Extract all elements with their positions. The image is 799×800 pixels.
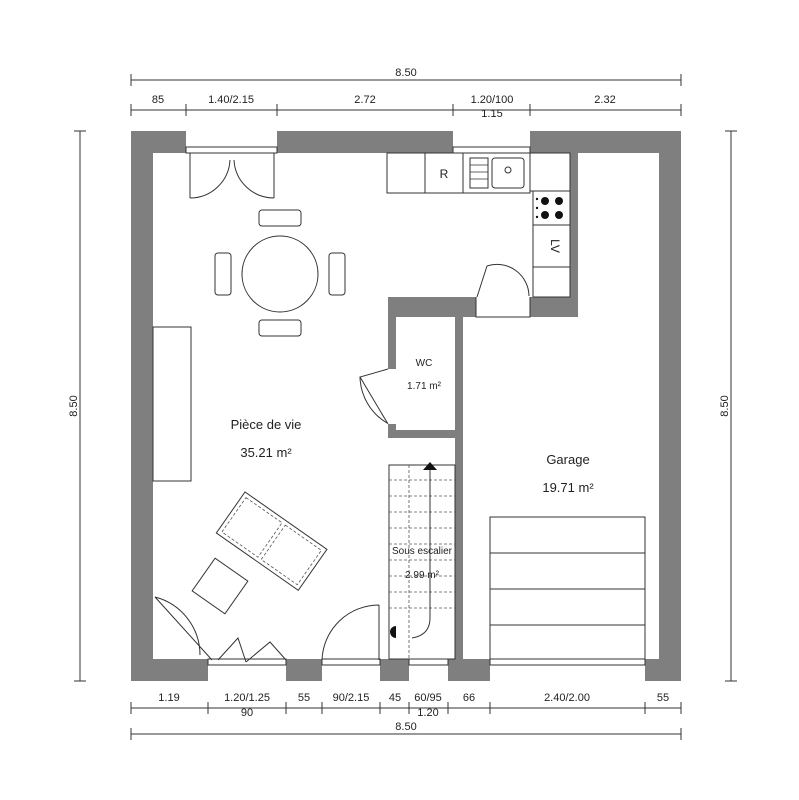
garage-steps	[489, 516, 646, 660]
dim-bottom-total: 8.50	[395, 721, 416, 733]
wall-right	[659, 131, 681, 681]
walls	[131, 131, 681, 681]
dim-top-total: 8.50	[395, 67, 416, 79]
openings	[154, 146, 646, 666]
window-bottom-left	[207, 658, 287, 666]
dim-bottom-11: 55	[657, 692, 669, 704]
window-top-left	[185, 146, 278, 154]
dim-bottom-8: 1.20	[417, 707, 438, 719]
garage-door-frame	[489, 658, 646, 666]
wall-top-mid	[277, 131, 453, 153]
dim-bottom-9: 66	[463, 692, 475, 704]
dim-top-6: 2.32	[594, 94, 615, 106]
coffee-table	[191, 557, 249, 615]
door-bottom-folding	[217, 637, 287, 663]
wall-bottom-3	[380, 659, 409, 681]
sofa-body	[215, 491, 328, 592]
dim-bottom-10: 2.40/2.00	[544, 692, 590, 704]
under-stairs-door-frame	[408, 658, 449, 666]
washer-label: LV	[548, 239, 562, 253]
dim-bottom-2: 1.20/1.25	[224, 692, 270, 704]
wall-top-right	[530, 131, 681, 153]
under-stairs-name: Sous escalier	[392, 546, 453, 557]
wc-name: WC	[416, 358, 433, 369]
counter-corner	[529, 152, 571, 192]
wall-kitchen-bottom-right	[530, 297, 578, 317]
wall-wc-left	[388, 317, 396, 369]
dim-top-5: 1.15	[481, 108, 502, 120]
cooktop	[532, 190, 571, 226]
dim-right: 8.50	[719, 395, 731, 416]
sink-counter	[462, 152, 531, 194]
burner-icon-1	[541, 197, 549, 205]
kitchen: R LV	[386, 152, 571, 298]
cabinet-left	[386, 152, 426, 194]
wc-area: 1.71 m²	[407, 381, 442, 392]
chair-left	[214, 252, 232, 296]
chair-bottom	[258, 319, 302, 337]
stair-start-icon	[390, 626, 396, 638]
fridge	[424, 152, 464, 194]
wall-bottom-2	[286, 659, 322, 681]
wall-bottom-1	[131, 659, 208, 681]
wall-wc-bottom	[388, 430, 458, 438]
burner-icon-4	[555, 211, 563, 219]
staircase: Sous escalier 2.99 m²	[388, 462, 456, 660]
chair-right	[328, 252, 346, 296]
living-room-name: Pièce de vie	[231, 417, 302, 432]
door-leaf-left	[189, 153, 231, 199]
sink-drainer	[469, 157, 489, 189]
burner-icon-2	[555, 197, 563, 205]
dishwasher	[532, 224, 571, 268]
counter-bottom	[532, 266, 571, 298]
kitchen-door-swing	[476, 263, 530, 298]
under-stairs-area: 2.99 m²	[405, 570, 440, 581]
burner-icon-3	[541, 211, 549, 219]
living-room-area: 35.21 m²	[240, 445, 292, 460]
dim-bottom-5: 90/2.15	[333, 692, 370, 704]
garage-name: Garage	[546, 452, 589, 467]
wall-garage-separation	[455, 317, 463, 659]
wall-wc-top	[388, 297, 476, 317]
wall-kitchen-garage	[570, 153, 578, 317]
dim-bottom-6: 45	[389, 692, 401, 704]
kitchen-door-frame	[475, 297, 531, 318]
sink-tap-icon	[504, 166, 512, 174]
dim-bottom-4: 55	[298, 692, 310, 704]
door-bottom-left-leaf	[154, 596, 213, 661]
staircase-outline	[388, 464, 456, 660]
dim-top-2: 1.40/2.15	[208, 94, 254, 106]
chair-top	[258, 209, 302, 227]
wall-bottom-4	[448, 659, 490, 681]
window-kitchen	[452, 146, 531, 154]
dim-bottom-3: 90	[241, 707, 253, 719]
dim-top-3: 2.72	[354, 94, 375, 106]
wc-door-swing	[359, 376, 388, 424]
dimension-lines: 8.50 85 1.40/2.15 2.72 1.20/100 1.15 2.3…	[68, 67, 737, 740]
sofa	[215, 491, 328, 592]
dining-set	[214, 209, 346, 337]
dim-left: 8.50	[68, 395, 80, 416]
dim-top-1: 85	[152, 94, 164, 106]
sink-basin	[491, 157, 525, 189]
dim-bottom-7: 60/95	[414, 692, 442, 704]
dim-top-4: 1.20/100	[471, 94, 514, 106]
wall-left	[131, 131, 153, 681]
wall-bottom-5	[645, 659, 681, 681]
sideboard	[152, 326, 192, 482]
stair-arrow-icon	[423, 462, 437, 470]
dim-bottom-1: 1.19	[158, 692, 179, 704]
entry-door-frame	[321, 658, 381, 666]
door-leaf-right	[233, 153, 275, 199]
fridge-label: R	[440, 167, 449, 181]
dining-table	[241, 235, 319, 313]
garage-area: 19.71 m²	[542, 480, 594, 495]
entry-door-swing	[321, 604, 380, 661]
